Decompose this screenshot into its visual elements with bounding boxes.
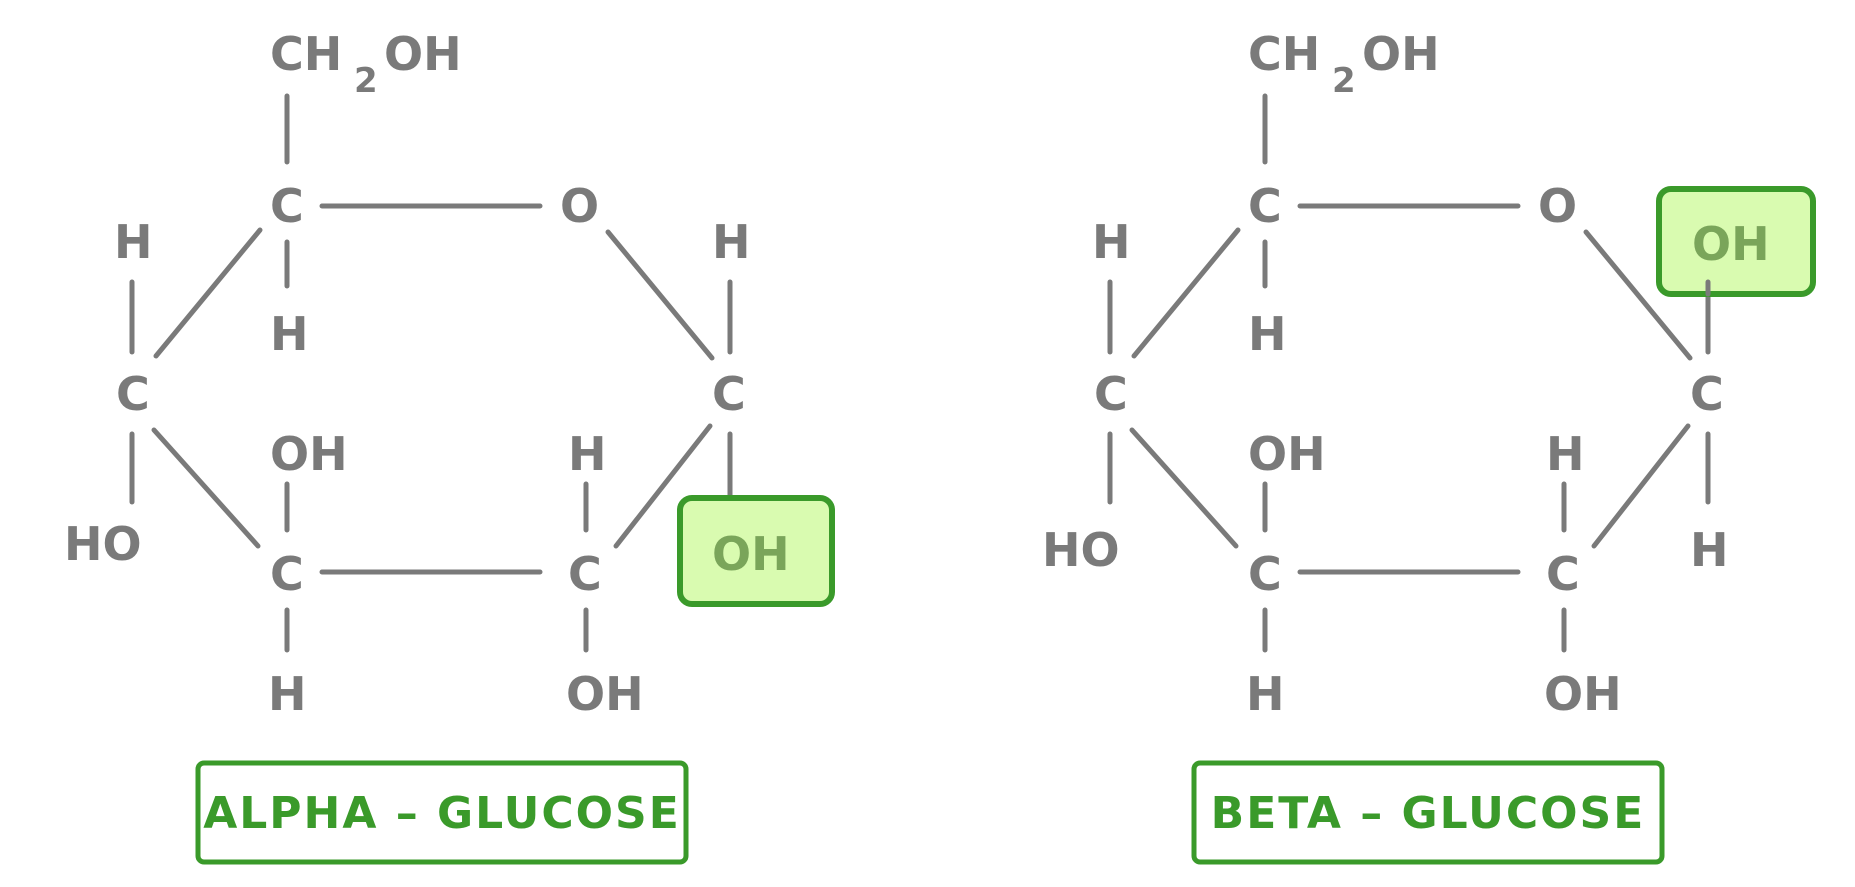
beta-bond-o-c1: [1583, 229, 1693, 361]
alpha-c2-h: H: [568, 427, 607, 481]
beta-c1-h: H: [1690, 523, 1729, 577]
beta-highlight-oh-text: OH: [1692, 217, 1770, 271]
beta-c1: C: [1690, 367, 1724, 421]
alpha-highlight-oh: OH: [677, 495, 835, 607]
beta-ch2oh-subscript: 2: [1332, 61, 1356, 101]
alpha-label-box: [195, 760, 689, 865]
alpha-c2: C: [568, 547, 602, 601]
alpha-c3: C: [270, 547, 304, 601]
alpha-ch2oh-ch: CH: [270, 27, 342, 81]
beta-c5-h: H: [1248, 307, 1287, 361]
beta-c3: C: [1248, 547, 1282, 601]
alpha-c3-h: H: [268, 667, 307, 721]
alpha-c3-oh: OH: [270, 427, 348, 481]
alpha-bond-c4-c3: [151, 427, 261, 549]
beta-c3-oh: OH: [1248, 427, 1326, 481]
alpha-c4-h: H: [114, 215, 153, 269]
alpha-c2-oh: OH: [566, 667, 644, 721]
alpha-highlight-oh-text: OH: [712, 527, 790, 581]
beta-glucose-structure: CH 2 OH C H O H C HO OH C H H C OH: [1042, 27, 1729, 721]
alpha-label: ALPHA – GLUCOSE: [195, 760, 689, 865]
alpha-bond-c2-c1: [613, 423, 713, 549]
alpha-ch2oh-oh: OH: [384, 27, 462, 81]
alpha-c1-h: H: [712, 215, 751, 269]
beta-c5: C: [1248, 179, 1282, 233]
beta-c4-h: H: [1092, 215, 1131, 269]
alpha-ring-o: O: [560, 179, 599, 233]
beta-ch2oh-ch: CH: [1248, 27, 1320, 81]
beta-label-text: BETA – GLUCOSE: [1211, 788, 1646, 839]
beta-bond-c4-c3: [1129, 427, 1239, 549]
beta-c4: C: [1094, 367, 1128, 421]
beta-c3-h: H: [1246, 667, 1285, 721]
beta-label-box: [1191, 760, 1665, 865]
alpha-c4-ho: HO: [64, 517, 142, 571]
beta-c2-h: H: [1546, 427, 1585, 481]
alpha-c4: C: [116, 367, 150, 421]
alpha-bond-o-c1: [605, 229, 715, 361]
beta-bond-c5-c4: [1131, 227, 1241, 359]
beta-label: BETA – GLUCOSE: [1191, 760, 1665, 865]
alpha-c5-h: H: [270, 307, 309, 361]
alpha-glucose-structure: CH 2 OH C H O H C HO OH C H H C OH: [64, 27, 751, 721]
beta-highlight-oh: OH: [1656, 186, 1816, 297]
beta-bond-c2-c1: [1591, 423, 1691, 549]
beta-highlight-box: [1656, 186, 1816, 297]
beta-c2: C: [1546, 547, 1580, 601]
beta-c2-oh: OH: [1544, 667, 1622, 721]
alpha-label-text: ALPHA – GLUCOSE: [203, 788, 681, 839]
alpha-c1: C: [712, 367, 746, 421]
beta-ring-o: O: [1538, 179, 1577, 233]
alpha-bond-c5-c4: [153, 227, 263, 359]
alpha-c5: C: [270, 179, 304, 233]
alpha-highlight-box: [677, 495, 835, 607]
alpha-ch2oh-subscript: 2: [354, 61, 378, 101]
beta-ch2oh-oh: OH: [1362, 27, 1440, 81]
beta-c4-ho: HO: [1042, 523, 1120, 577]
